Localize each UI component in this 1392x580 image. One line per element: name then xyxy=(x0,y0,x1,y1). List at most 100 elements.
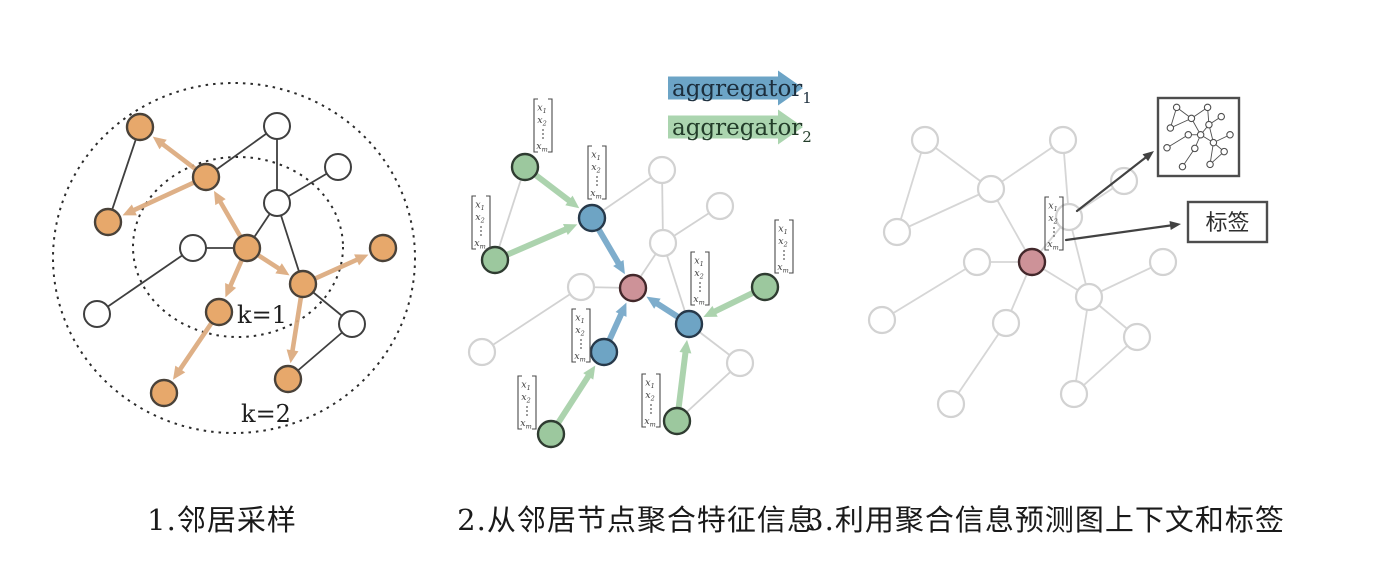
graph-node-sampled xyxy=(273,364,303,394)
vector-right-bracket xyxy=(586,308,591,363)
graph-node-sampled xyxy=(368,233,398,263)
vector-dots xyxy=(699,286,701,288)
graph-node-plain_light xyxy=(467,337,497,367)
graph-edge xyxy=(107,126,141,223)
vector-entry: x2 xyxy=(778,236,788,249)
graph-node-plain_light xyxy=(1122,322,1152,352)
mini-graph-node xyxy=(1166,124,1175,132)
vector-entry: xm xyxy=(574,351,586,364)
aggregator-label: aggregator1 xyxy=(672,76,812,107)
sampling-arrow-head xyxy=(172,365,186,380)
aggregation-arrow-head xyxy=(646,296,661,309)
vector-entry: x2 xyxy=(575,325,585,338)
vector-dots xyxy=(542,137,544,139)
graph-node-plain_light xyxy=(991,308,1021,338)
vector-entry: x1 xyxy=(694,256,704,269)
graph-node-plain_light xyxy=(962,247,992,277)
sampling-arrow-shaft xyxy=(227,255,245,290)
k-ring xyxy=(132,156,344,338)
vector-entry: x1 xyxy=(645,378,655,391)
vector-left-bracket xyxy=(587,145,592,200)
vector-right-bracket xyxy=(532,375,537,430)
graph-node-sampled xyxy=(93,207,123,237)
graph-node-leaf xyxy=(662,406,692,436)
graph-node-agg xyxy=(674,309,704,339)
vector-left-bracket xyxy=(690,251,695,306)
vector-entry: xm xyxy=(644,416,656,429)
graph-node-plain_dark xyxy=(338,310,366,338)
aggregation-arrow xyxy=(646,296,683,322)
vector-left-bracket xyxy=(774,219,779,274)
graph-node-plain_light xyxy=(910,125,940,155)
aggregator-arrow-shape xyxy=(668,70,803,106)
graph-node-sampled xyxy=(232,233,262,263)
vector-dots xyxy=(699,290,701,292)
aggregation-arrow xyxy=(530,170,580,209)
vector-dots xyxy=(526,414,528,416)
graph-node-plain_light xyxy=(976,174,1006,204)
vector-entry: xm xyxy=(777,262,789,275)
vector-right-bracket xyxy=(656,373,661,428)
caption-step3: 3.利用聚合信息预测图上下文和标签 xyxy=(805,503,1285,537)
label-box-text: 标签 xyxy=(1205,211,1249,236)
aggregation-arrow-head xyxy=(613,259,625,275)
graph-edge xyxy=(1073,296,1090,395)
sampling-arrow-shaft xyxy=(217,198,244,241)
graph-node-target xyxy=(1017,247,1047,277)
graph-node-plain_light xyxy=(867,305,897,335)
graph-node-sampled xyxy=(149,378,179,408)
vector-entry: x1 xyxy=(575,313,585,326)
sampling-arrow-head xyxy=(354,254,369,266)
annotation-arrow-shaft xyxy=(1075,155,1149,213)
aggregation-arrow-shaft xyxy=(605,309,625,345)
vector-dots xyxy=(699,282,701,284)
aggregation-arrow-shaft xyxy=(710,288,759,316)
graph-node-plain_dark xyxy=(324,153,352,181)
sampling-arrow-shaft xyxy=(159,141,200,173)
vector-right-bracket xyxy=(602,145,607,200)
graph-edge xyxy=(896,188,992,233)
vector-dots xyxy=(580,343,582,345)
vector-left-bracket xyxy=(571,308,576,363)
graph-edge xyxy=(676,362,741,422)
vector-dots xyxy=(580,347,582,349)
vector-left-bracket xyxy=(471,195,476,250)
vector-dots xyxy=(783,258,785,260)
aggregation-arrow-shaft xyxy=(502,225,571,259)
mini-graph-node xyxy=(1220,147,1228,156)
sampling-arrow-head xyxy=(122,204,137,216)
aggregation-arrow-head xyxy=(583,365,596,380)
vector-right-bracket xyxy=(1059,196,1064,251)
aggregation-arrow xyxy=(703,288,759,317)
vector-dots xyxy=(783,254,785,256)
graph-node-agg xyxy=(589,337,619,367)
mini-graph-node xyxy=(1172,103,1181,112)
vector-entry: x1 xyxy=(1048,201,1058,214)
graph-node-plain_light xyxy=(936,389,966,419)
k-ring-label: k=1 xyxy=(237,301,287,329)
vector-dots xyxy=(596,184,598,186)
aggregation-arrow-head xyxy=(565,195,580,209)
annotation-arrow xyxy=(1075,151,1154,213)
panel-left: k=1k=2 xyxy=(52,82,416,434)
vector-dots xyxy=(526,406,528,408)
graph-node-plain_light xyxy=(1059,379,1089,409)
graph-node-agg xyxy=(577,203,607,233)
vector-left-bracket xyxy=(517,375,522,430)
graph-node-leaf xyxy=(750,272,780,302)
vector-entry: x1 xyxy=(591,150,601,163)
graph-node-sampled xyxy=(191,162,221,192)
aggregator-legend-2: aggregator2 xyxy=(668,109,812,146)
vector-dots xyxy=(1053,235,1055,237)
graph-node-leaf xyxy=(480,245,510,275)
sampling-arrow xyxy=(172,318,216,380)
graph-node-plain_dark xyxy=(263,189,291,217)
sampling-arrow-shaft xyxy=(176,318,216,373)
mini-graph-node xyxy=(1191,144,1199,153)
graph-node-plain_light xyxy=(1109,166,1139,196)
